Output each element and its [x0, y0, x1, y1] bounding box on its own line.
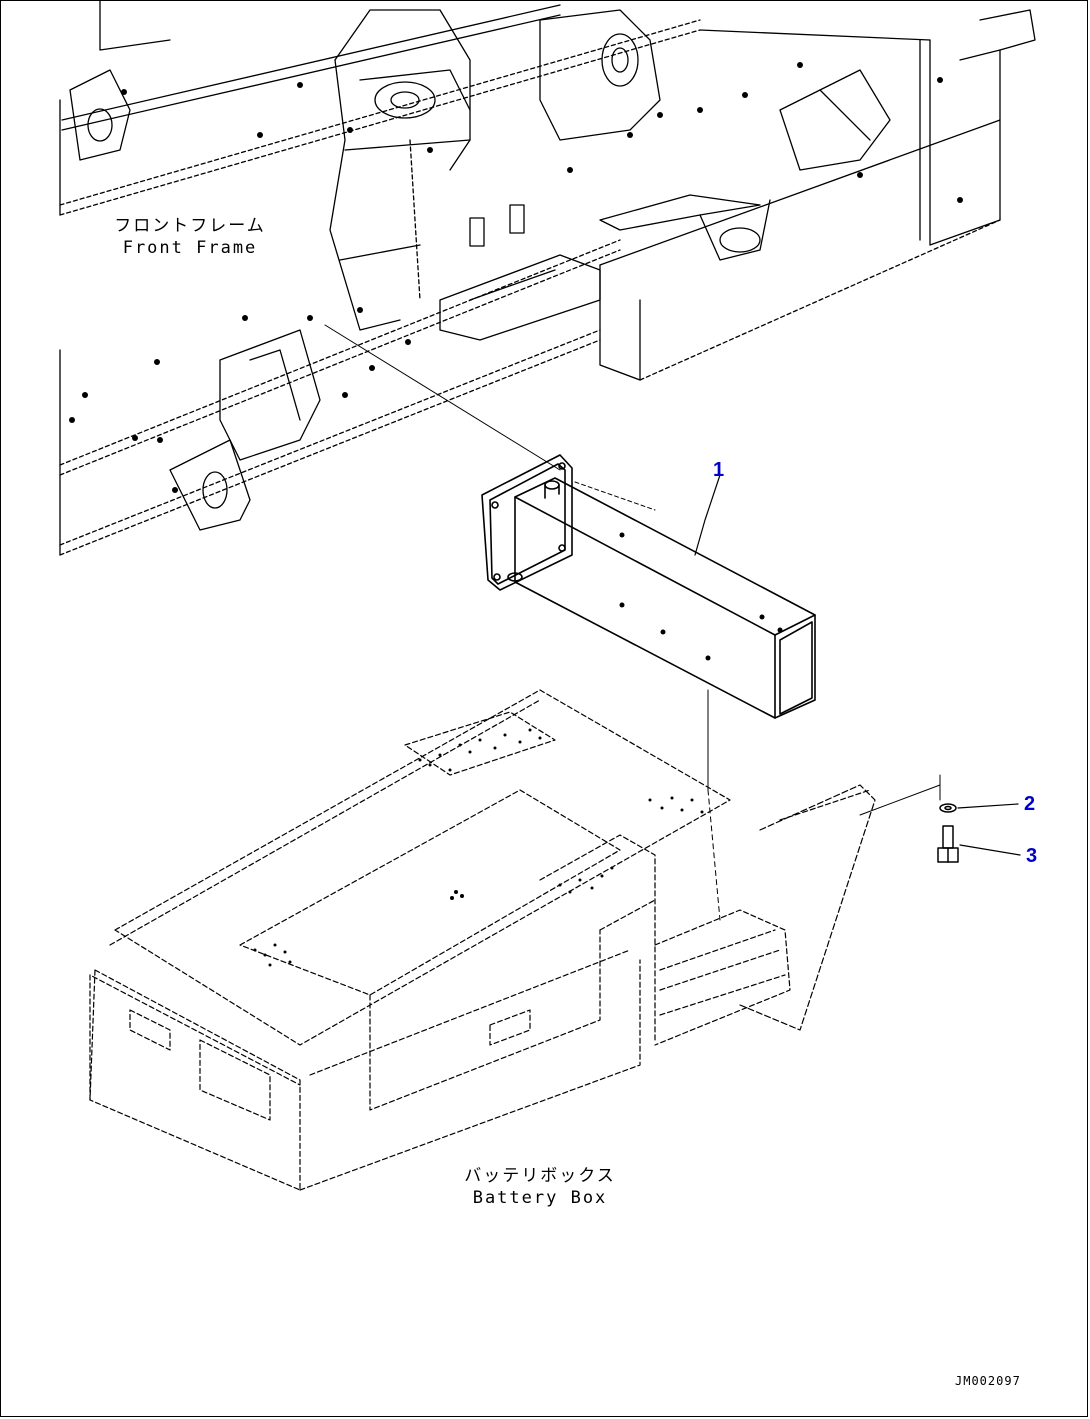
callout-3: 3	[1026, 845, 1038, 867]
assembly-center-line	[324, 324, 561, 471]
battery-box-label: バッテリボックス Battery Box	[455, 1165, 625, 1209]
callout-1: 1	[713, 459, 725, 481]
front-frame-label-en: Front Frame	[122, 238, 258, 258]
leader-line-1	[694, 474, 721, 556]
leader-line-3	[959, 844, 1021, 856]
front-frame-assembly	[59, 0, 1036, 556]
battery-box-assembly	[89, 689, 876, 1191]
front-frame-label: フロントフレーム Front Frame	[110, 215, 270, 259]
battery-box-label-en: Battery Box	[472, 1188, 608, 1208]
part-3-bolt	[937, 825, 959, 863]
drawing-number: JM002097	[955, 1374, 1021, 1388]
callout-2: 2	[1024, 793, 1036, 815]
battery-box-hatching	[253, 728, 704, 967]
leader-line-2	[957, 803, 1019, 809]
front-frame-label-jp: フロントフレーム	[114, 216, 266, 236]
part-1-bracket	[481, 454, 816, 719]
battery-box-label-jp: バッテリボックス	[464, 1166, 616, 1186]
part-2-washer	[939, 803, 957, 813]
